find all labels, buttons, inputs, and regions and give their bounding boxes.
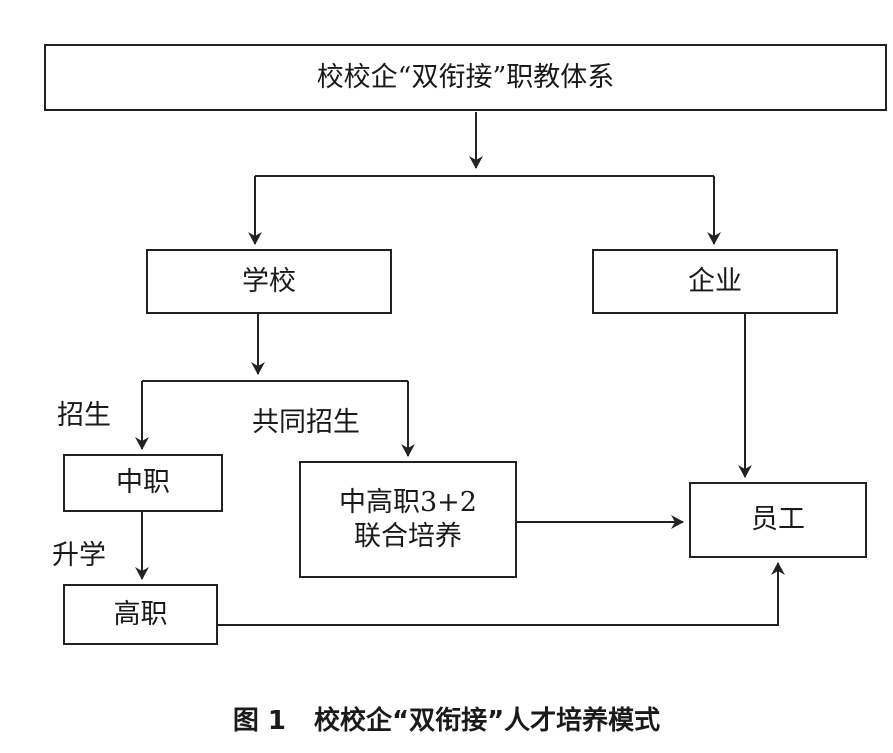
system-box: 校校企“双衔接”职教体系 bbox=[44, 44, 887, 111]
enroll-label: 招生 bbox=[57, 400, 111, 431]
figure-number: 图 1 bbox=[232, 706, 286, 736]
secondary-vocational-label: 中职 bbox=[116, 467, 170, 499]
secondary-vocational-box: 中职 bbox=[63, 454, 223, 512]
joint-program-label-line2: 联合培养 bbox=[353, 520, 462, 552]
higher-vocational-box: 高职 bbox=[63, 584, 218, 645]
employee-label: 员工 bbox=[751, 504, 805, 536]
advance-label: 升学 bbox=[52, 540, 106, 571]
figure-title: 校校企“双衔接”人才培养模式 bbox=[313, 706, 661, 736]
enterprise-box: 企业 bbox=[592, 249, 838, 314]
school-label: 学校 bbox=[242, 265, 296, 297]
enterprise-label: 企业 bbox=[688, 265, 742, 297]
school-box: 学校 bbox=[146, 249, 392, 314]
employee-box: 员工 bbox=[689, 482, 867, 558]
edge-higher-to-employee bbox=[218, 562, 785, 626]
joint-program-label-line1: 中高职3+2 bbox=[339, 486, 477, 518]
joint-enroll-label: 共同招生 bbox=[252, 407, 360, 438]
figure-caption: 图 1 校校企“双衔接”人才培养模式 bbox=[0, 700, 893, 737]
joint-program-box: 中高职3+2 联合培养 bbox=[299, 461, 517, 578]
system-label: 校校企“双衔接”职教体系 bbox=[316, 61, 615, 93]
higher-vocational-label: 高职 bbox=[113, 598, 168, 630]
